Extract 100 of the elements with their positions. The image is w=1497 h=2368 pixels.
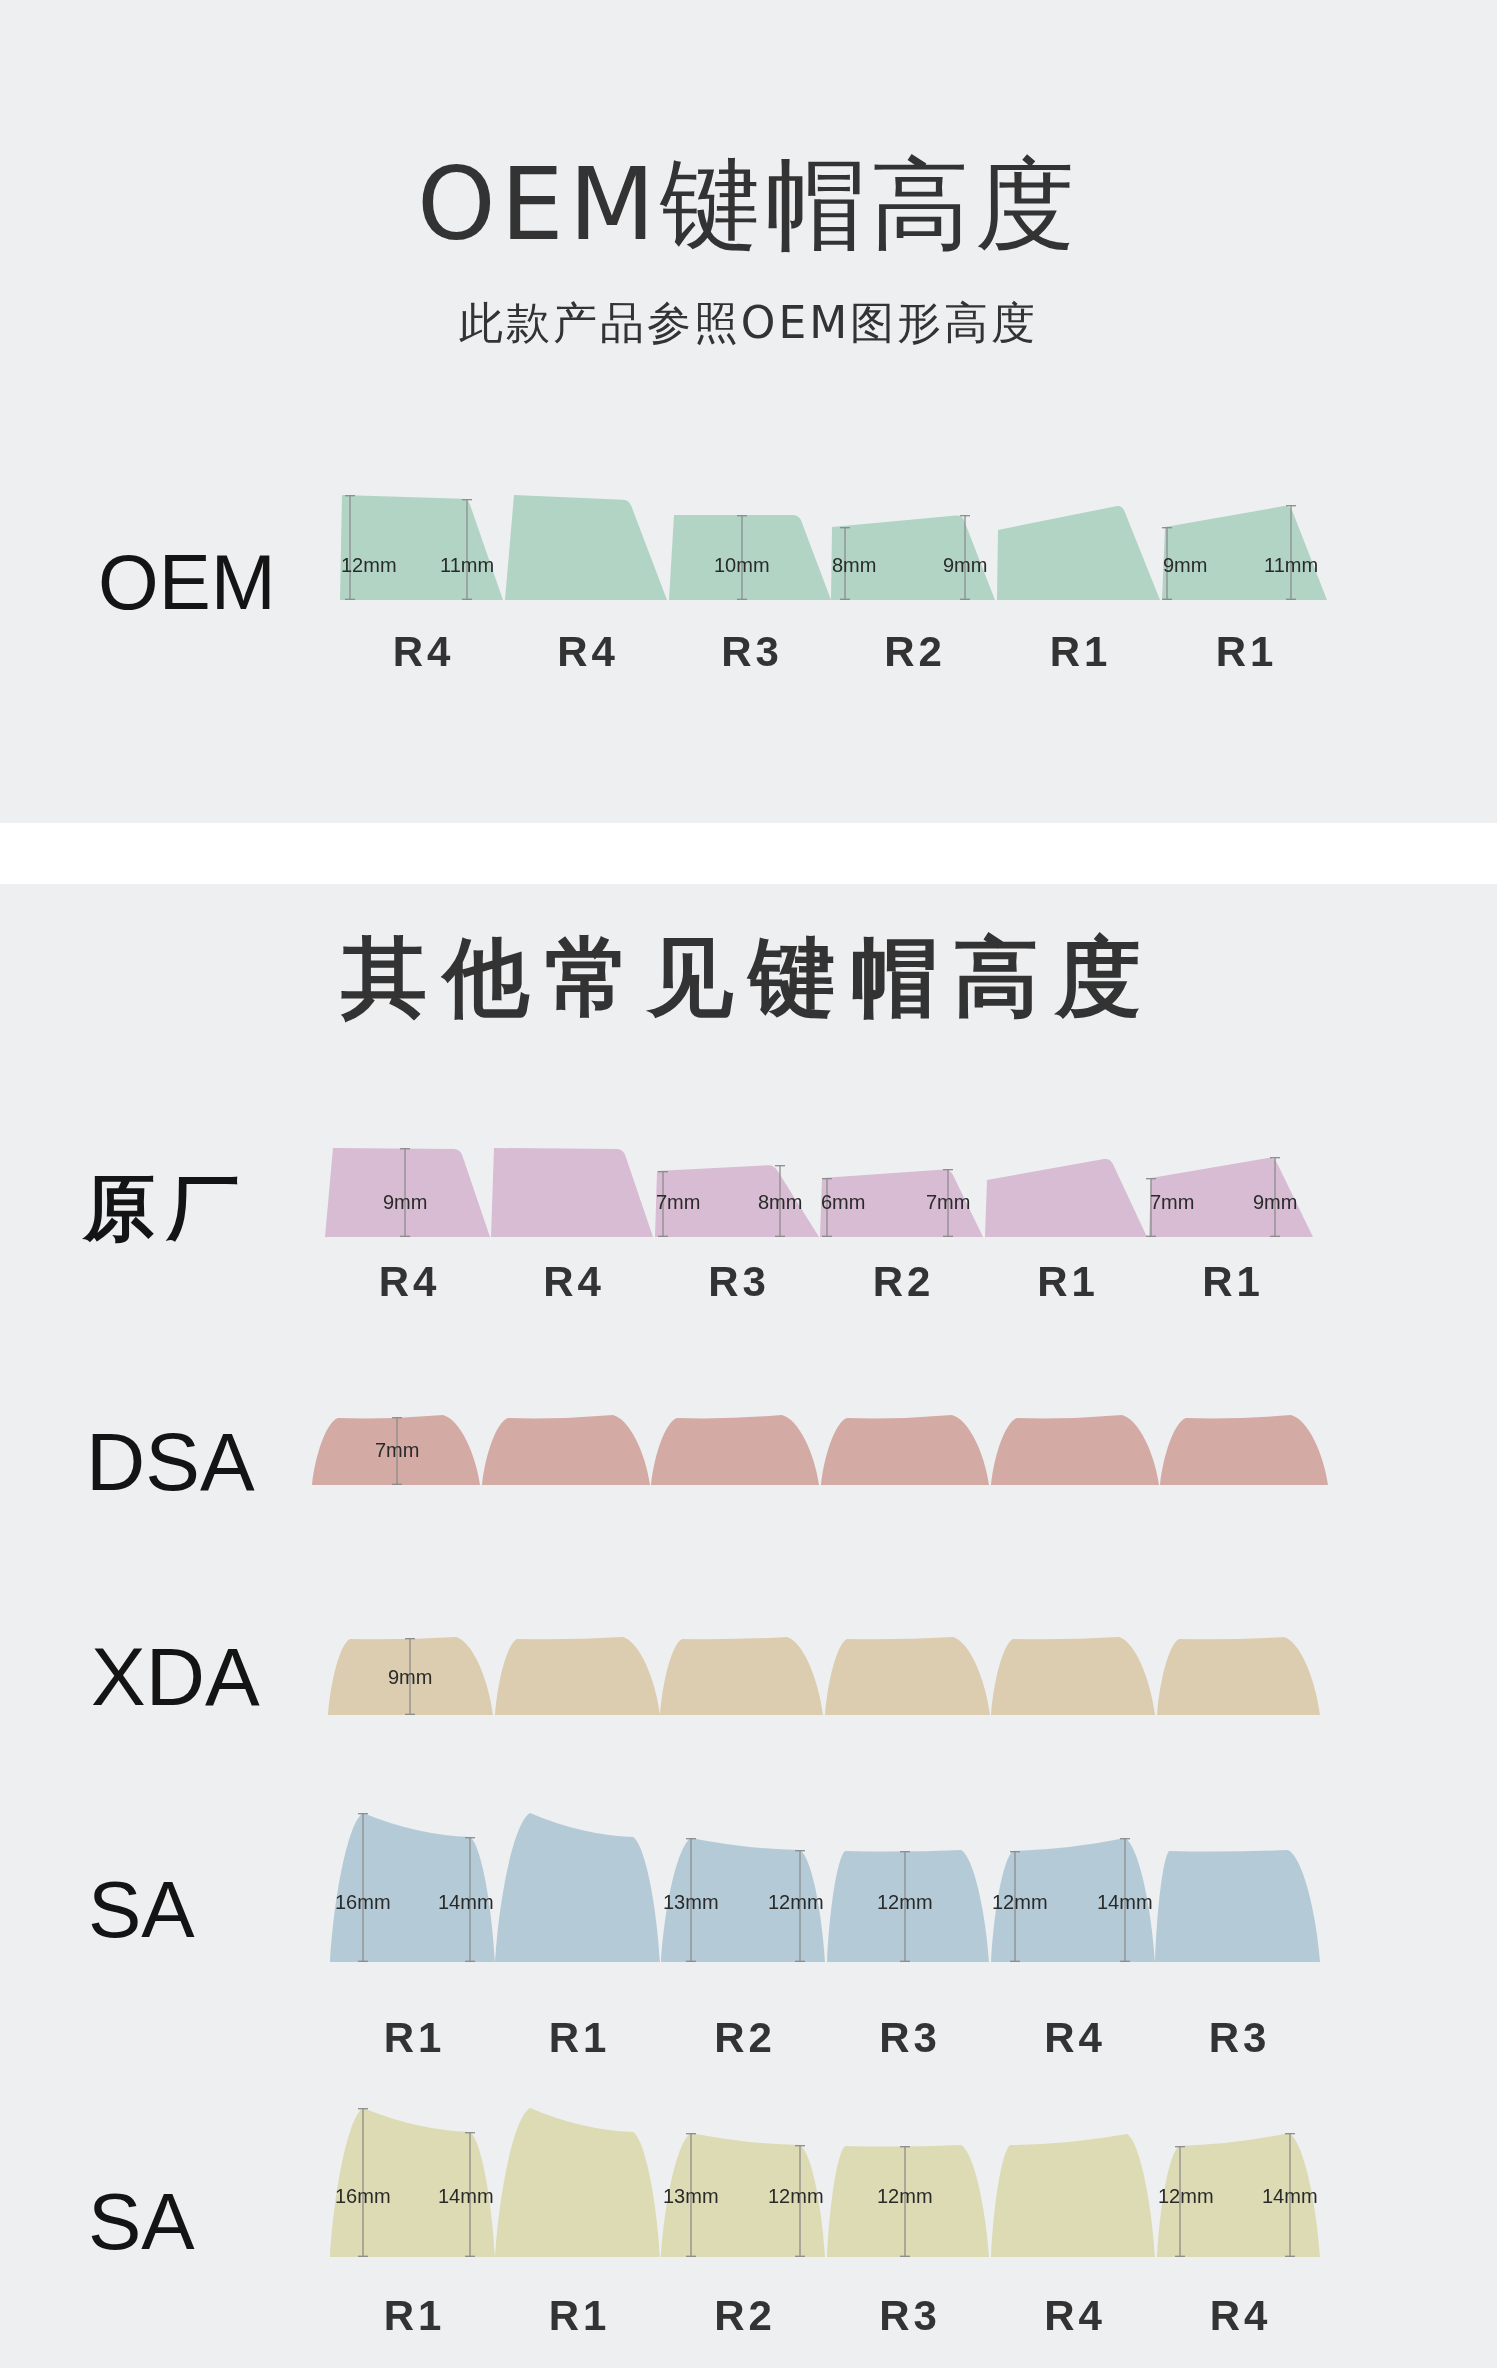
keycap: [482, 1415, 650, 1485]
dimension-label: 12mm: [768, 2186, 824, 2206]
key-row-label: R2: [714, 2295, 776, 2337]
dimension-label: 7mm: [926, 1192, 971, 1212]
keycap: [827, 2145, 989, 2257]
dimension-label: 12mm: [1158, 2186, 1214, 2206]
keycap: [660, 1637, 823, 1715]
key-row-label: R4: [1044, 2017, 1106, 2059]
keycap: [1157, 1637, 1320, 1715]
keycap: [330, 1813, 495, 1962]
key-row-label: R2: [884, 631, 946, 673]
key-row-label: R1: [548, 2017, 611, 2059]
key-row-label: R3: [721, 631, 783, 673]
keycap: [340, 495, 503, 600]
subheading: 此款产品参照OEM图形高度: [458, 301, 1039, 345]
keycap: [328, 1637, 493, 1715]
dimension-label: 6mm: [821, 1192, 866, 1212]
keycap: [991, 1415, 1159, 1485]
dimension-label: 7mm: [656, 1192, 701, 1212]
key-row-label: R4: [1044, 2295, 1106, 2337]
keycap: [312, 1415, 480, 1485]
dimension-label: 14mm: [1097, 1892, 1153, 1912]
key-row-label: R2: [872, 1261, 935, 1303]
key-row-label: R4: [543, 1261, 605, 1303]
key-row-label: R3: [879, 2017, 941, 2059]
keycap: [1160, 1415, 1328, 1485]
keycap: [1157, 2133, 1320, 2257]
key-row-label: R4: [392, 631, 455, 673]
keycap: [330, 2108, 495, 2257]
dimension-label: 9mm: [383, 1192, 428, 1212]
dimension-label: 9mm: [388, 1667, 433, 1687]
keycap: [495, 2108, 660, 2257]
keycap: [825, 1637, 990, 1715]
dimension-label: 11mm: [1264, 555, 1319, 575]
panel: [0, 0, 1497, 823]
key-row-label: R4: [378, 1261, 441, 1303]
heading: OEM键帽高度: [416, 155, 1081, 255]
dimension-label: 12mm: [768, 1892, 824, 1912]
key-row-label: R1: [1049, 631, 1112, 673]
keycap: [997, 505, 1160, 600]
dimension-label: 8mm: [832, 555, 877, 575]
keycap: [827, 1850, 989, 1962]
dimension-label: 16mm: [335, 2186, 391, 2206]
dimension-label: 13mm: [663, 1892, 719, 1912]
profile-label: SA: [88, 2182, 195, 2262]
keycap: [491, 1148, 653, 1237]
keycap: [985, 1158, 1147, 1237]
keycap: [651, 1415, 819, 1485]
key-row-label: R4: [1209, 2295, 1272, 2337]
profile-label: DSA: [86, 1421, 255, 1503]
keycap: [505, 495, 667, 600]
dimension-label: 9mm: [1163, 555, 1208, 575]
dimension-label: 10mm: [714, 555, 770, 575]
keycap: [661, 2133, 825, 2257]
keycap: [831, 515, 995, 600]
dimension-label: 14mm: [1262, 2186, 1318, 2206]
keycap: [655, 1165, 819, 1237]
dimension-label: 12mm: [341, 555, 397, 575]
keycap: [820, 1169, 983, 1237]
keycap: [991, 1637, 1155, 1715]
keycap: [821, 1415, 989, 1485]
dimension-label: 16mm: [335, 1892, 391, 1912]
dimension-label: 9mm: [1253, 1192, 1298, 1212]
dimension-label: 8mm: [758, 1192, 803, 1212]
key-row-label: R1: [383, 2017, 446, 2059]
key-row-label: R1: [1202, 1261, 1264, 1303]
keycap: [1155, 1850, 1320, 1962]
keycap: [1162, 505, 1327, 600]
keycap: [669, 515, 831, 600]
panel: [0, 884, 1497, 2368]
dimension-label: 9mm: [943, 555, 988, 575]
dimension-label: 12mm: [877, 1892, 933, 1912]
profile-label: 原厂: [83, 1172, 251, 1244]
key-row-label: R1: [1215, 631, 1278, 673]
key-row-label: R1: [548, 2295, 611, 2337]
key-row-label: R1: [1037, 1261, 1099, 1303]
keycap: [495, 1813, 660, 1962]
profile-label: SA: [88, 1870, 195, 1950]
key-row-label: R4: [557, 631, 619, 673]
keycap: [991, 1838, 1155, 1962]
key-row-label: R2: [714, 2017, 776, 2059]
key-row-label: R3: [708, 1261, 770, 1303]
key-row-label: R3: [879, 2295, 941, 2337]
keycap: [325, 1148, 490, 1237]
key-row-label: R3: [1208, 2017, 1271, 2059]
profile-label: XDA: [91, 1636, 260, 1718]
dimension-label: 14mm: [438, 1892, 494, 1912]
keycap: [495, 1637, 660, 1715]
keycap: [991, 2134, 1155, 2257]
dimension-label: 12mm: [992, 1892, 1048, 1912]
dimension-label: 12mm: [877, 2186, 933, 2206]
dimension-label: 13mm: [663, 2186, 719, 2206]
keycap: [1149, 1157, 1313, 1237]
dimension-label: 14mm: [438, 2186, 494, 2206]
dimension-label: 7mm: [1150, 1192, 1195, 1212]
dimension-label: 11mm: [440, 555, 495, 575]
key-row-label: R1: [383, 2295, 446, 2337]
dimension-label: 7mm: [375, 1440, 420, 1460]
keycap: [661, 1838, 825, 1962]
profile-label: OEM: [98, 543, 276, 621]
